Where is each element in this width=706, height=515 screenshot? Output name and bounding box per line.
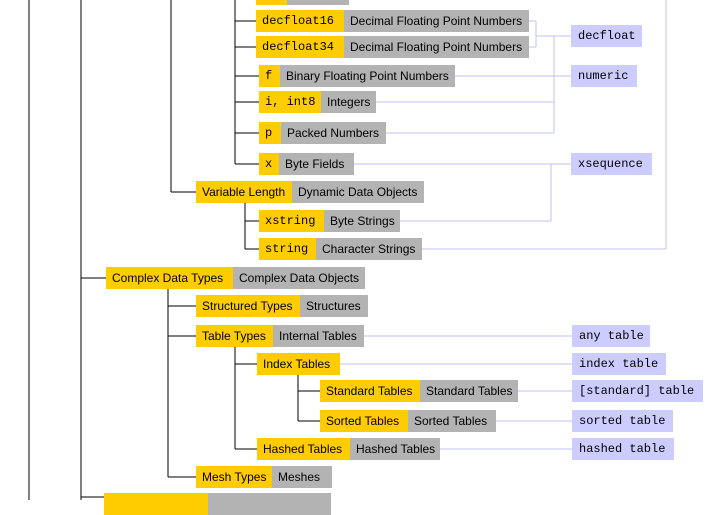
- mesh-types-label: Mesh Types: [196, 466, 272, 488]
- structured-types-label: Structured Types: [196, 295, 300, 317]
- complex-types-desc: Complex Data Objects: [233, 267, 365, 289]
- clipped-bottom-desc-box: [208, 493, 331, 515]
- generic-any-table: any table: [572, 325, 650, 347]
- decfloat16-keyword: decfloat16: [256, 10, 344, 32]
- sorted-tables-label: Sorted Tables: [320, 410, 408, 432]
- table-types-desc: Internal Tables: [273, 325, 364, 347]
- i-desc: Integers: [321, 91, 376, 113]
- hashed-tables-desc: Hashed Tables: [350, 438, 440, 460]
- string-desc: Character Strings: [316, 238, 422, 260]
- standard-tables-desc: Standard Tables: [420, 380, 518, 402]
- standard-tables-label: Standard Tables: [320, 380, 420, 402]
- decfloat34-keyword: decfloat34: [256, 36, 344, 58]
- variable-length-label: Variable Length: [196, 181, 292, 203]
- connector-lines: [28, 0, 667, 500]
- decfloat34-desc: Decimal Floating Point Numbers: [344, 36, 529, 58]
- generic-decfloat: decfloat: [571, 25, 642, 47]
- x-desc: Byte Fields: [279, 153, 354, 175]
- generic-standard-table: [standard] table: [572, 380, 703, 402]
- x-keyword: x: [259, 153, 279, 175]
- structured-types-desc: Structures: [300, 295, 368, 317]
- clipped-desc-box: [287, 0, 349, 5]
- i-keyword: i, int8: [259, 91, 321, 113]
- generic-xsequence: xsequence: [571, 153, 652, 175]
- f-desc: Binary Floating Point Numbers: [280, 65, 455, 87]
- clipped-bottom-type-box: [104, 493, 208, 515]
- f-keyword: f: [259, 65, 280, 87]
- p-keyword: p: [259, 122, 281, 144]
- index-tables-label: Index Tables: [257, 353, 340, 375]
- generic-numeric: numeric: [571, 65, 637, 87]
- generic-hashed-table: hashed table: [572, 438, 674, 460]
- generic-sorted-table: sorted table: [572, 410, 673, 432]
- string-keyword: string: [259, 238, 316, 260]
- table-types-label: Table Types: [196, 325, 273, 347]
- decfloat16-desc: Decimal Floating Point Numbers: [344, 10, 529, 32]
- p-desc: Packed Numbers: [281, 122, 386, 144]
- sorted-tables-desc: Sorted Tables: [408, 410, 496, 432]
- xstring-desc: Byte Strings: [324, 210, 400, 232]
- mesh-types-desc: Meshes: [272, 466, 332, 488]
- complex-types-label: Complex Data Types: [106, 267, 233, 289]
- generic-index-table: index table: [572, 353, 666, 375]
- variable-length-desc: Dynamic Data Objects: [292, 181, 424, 203]
- xstring-keyword: xstring: [259, 210, 324, 232]
- hashed-tables-label: Hashed Tables: [257, 438, 350, 460]
